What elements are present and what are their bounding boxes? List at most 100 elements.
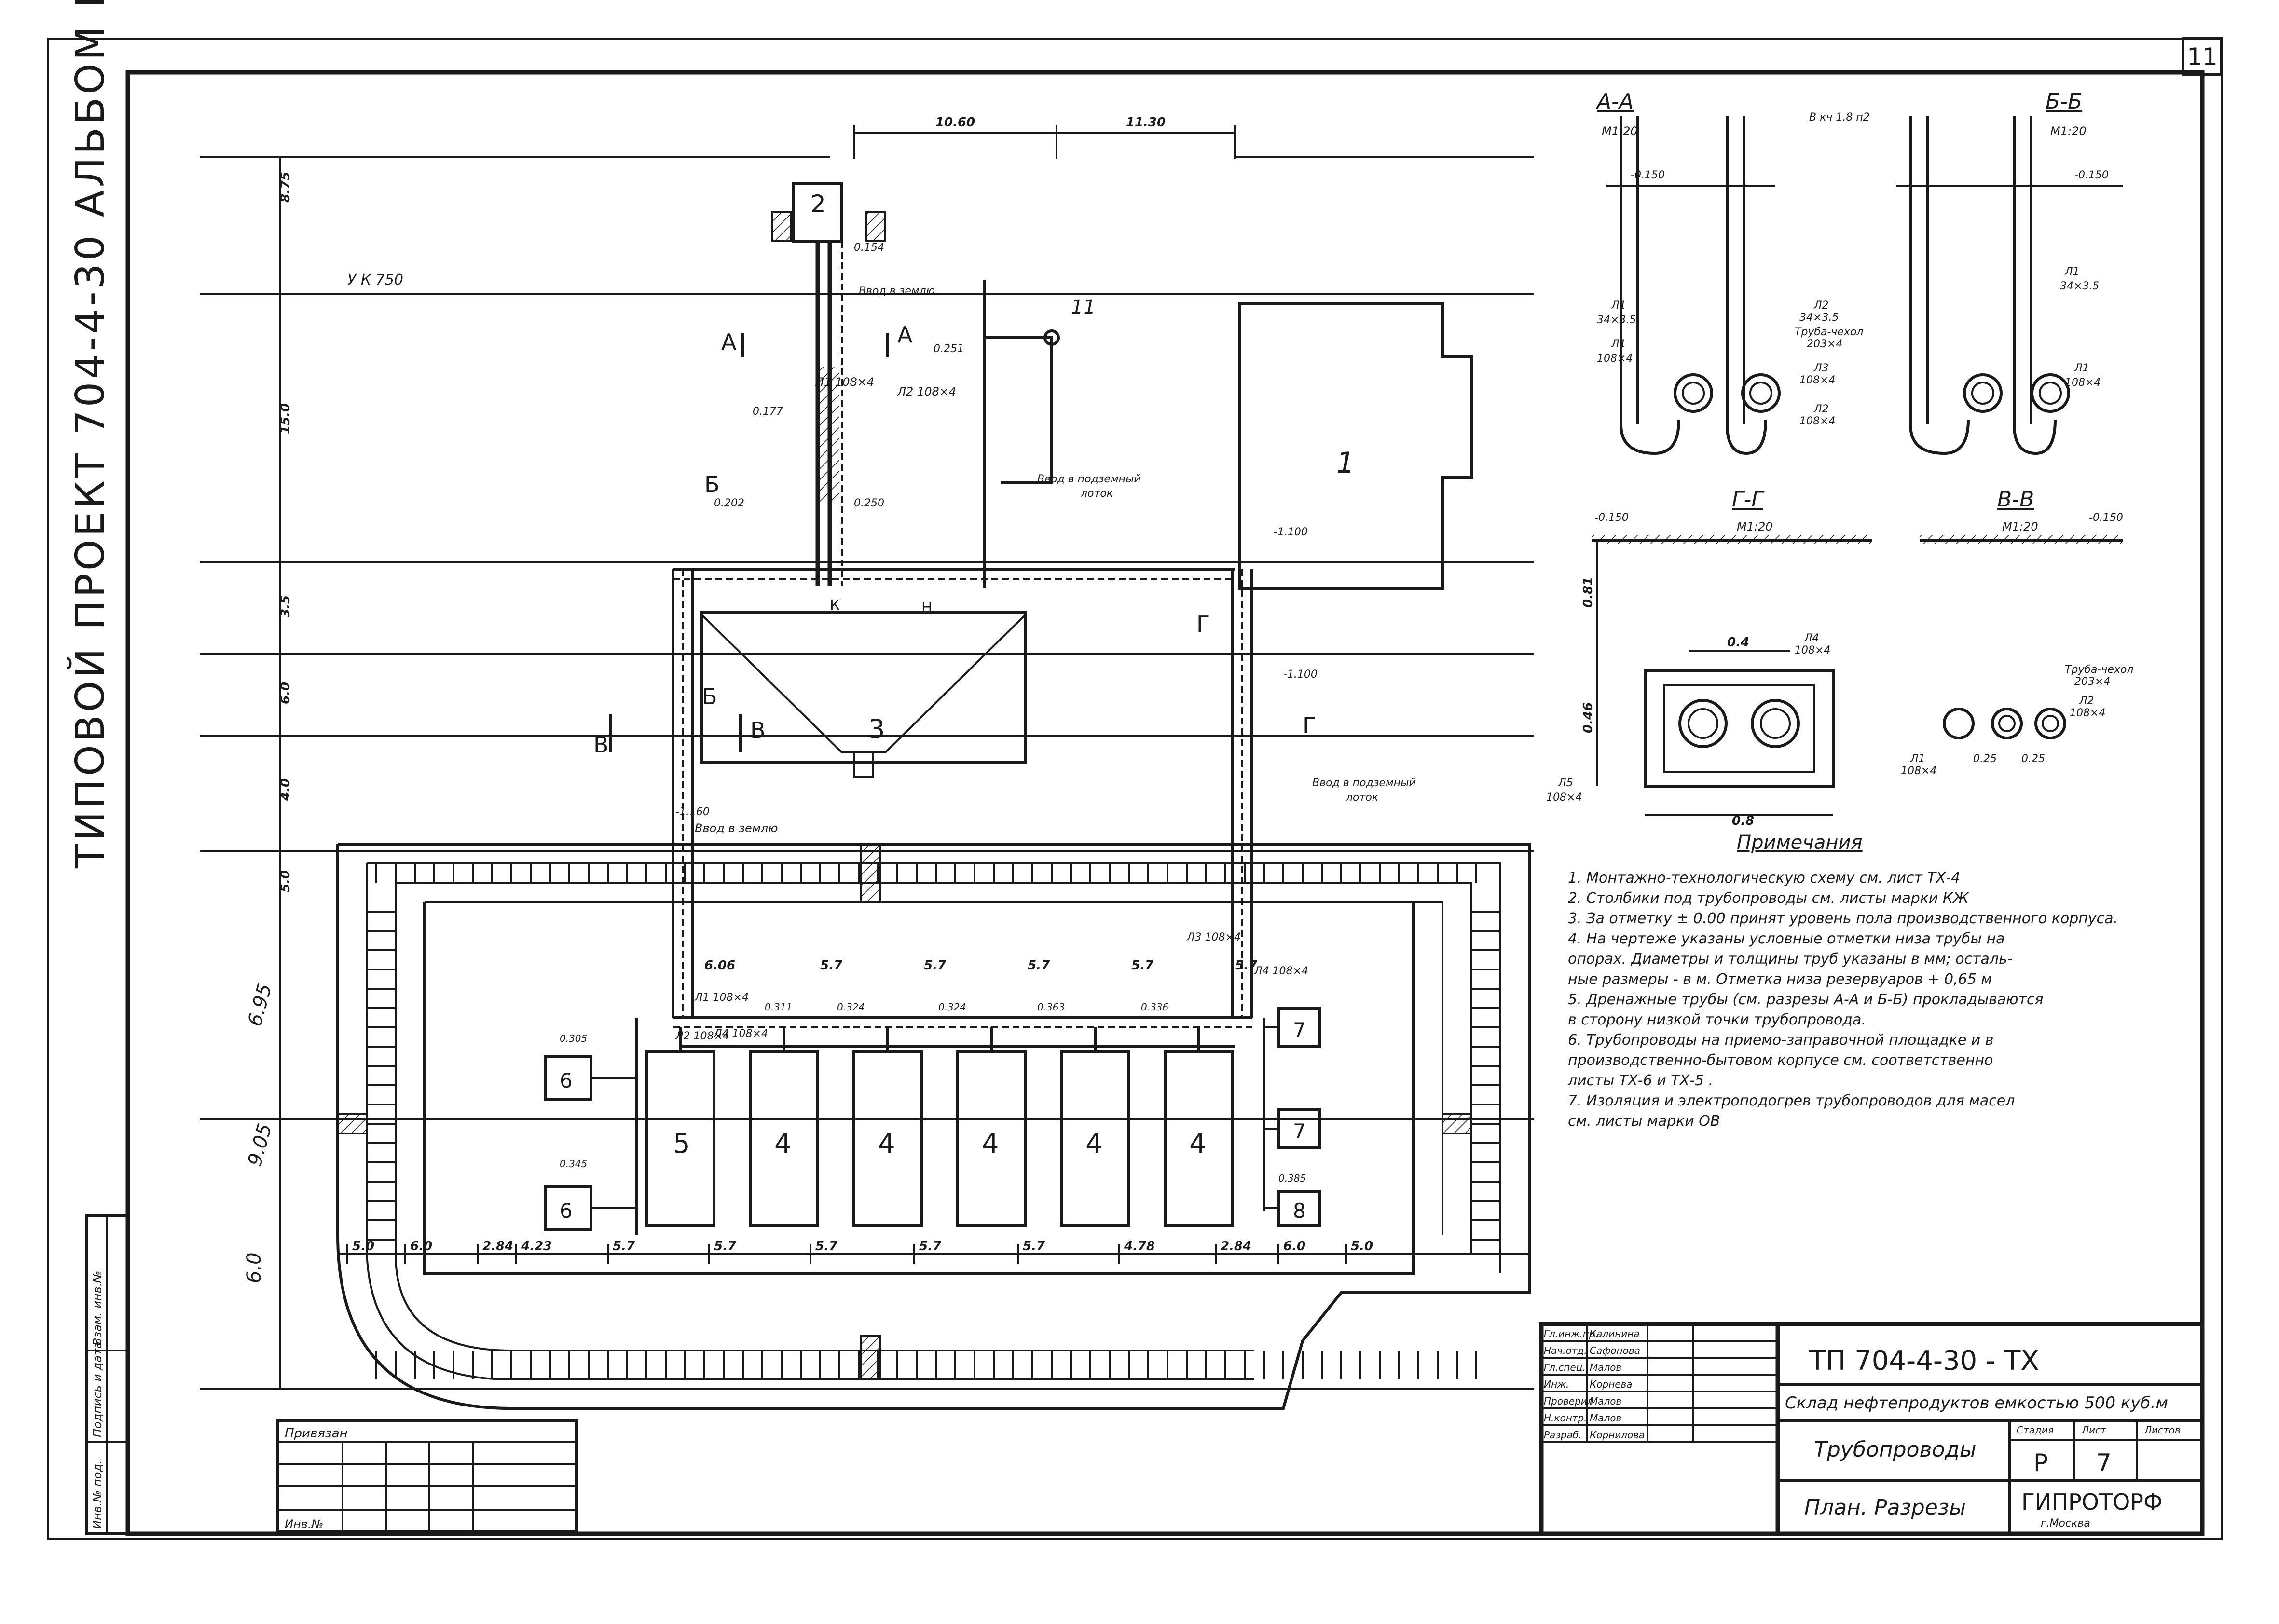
mid-cases: 203×4 xyxy=(1807,338,1842,350)
dim-top-row-3: 5.7 xyxy=(924,958,947,973)
dim-bottom-3: 2.84 xyxy=(482,1239,513,1254)
tb-role-7: Разраб. xyxy=(1544,1429,1582,1441)
gg-dim1: 0.4 xyxy=(1727,635,1749,650)
mark-n1100b: -1.100 xyxy=(1283,669,1318,681)
notes: Примечания 1. Монтажно-технологическую с… xyxy=(1567,832,2118,1130)
dim-bottom-7: 5.7 xyxy=(815,1239,838,1254)
note-line-6: ные размеры - в м. Отметка низа резервуа… xyxy=(1568,971,1992,988)
block-3: 3 xyxy=(868,714,885,744)
tb-role-1: Гл.инж.пр. xyxy=(1544,1328,1598,1339)
vv-scale: М1:20 xyxy=(2002,520,2038,533)
sheet-number: 11 xyxy=(2187,43,2218,71)
vv-d2: 0.25 xyxy=(2021,753,2045,765)
gg-h2: 0.46 xyxy=(1581,702,1595,733)
gg-l4: Л4 xyxy=(1804,632,1819,644)
mark-0345: 0.345 xyxy=(560,1158,587,1170)
block-7a: 7 xyxy=(1293,1018,1306,1042)
pl-l4b: Л4 108×4 xyxy=(1254,965,1308,977)
bb-p2: Л1 xyxy=(2074,362,2089,374)
block-2: 2 xyxy=(810,190,826,218)
tb-sheets-h: Листов xyxy=(2144,1424,2181,1436)
block-7b: 7 xyxy=(1293,1119,1306,1143)
tb-sheet-h: Лист xyxy=(2081,1424,2107,1436)
building-3 xyxy=(700,611,1027,764)
gg-tray xyxy=(1644,669,1835,788)
vvod-zemlya-1: Ввод в землю xyxy=(859,285,935,297)
sec-b-left: Б xyxy=(704,471,720,497)
dim-bottom-2: 6.0 xyxy=(410,1239,432,1254)
note-line-10: производственно-бытовом корпусе см. соот… xyxy=(1568,1052,1993,1069)
tb-project: Склад нефтепродуктов емкостью 500 куб.м xyxy=(1785,1393,2168,1413)
bb-p2s: 108×4 xyxy=(2065,377,2101,389)
dim-bottom-11: 2.84 xyxy=(1221,1239,1251,1254)
dim-bottom-9: 5.7 xyxy=(1023,1239,1045,1254)
tb-role-4: Инж. xyxy=(1544,1378,1569,1390)
section-gg: Г-Г М1:20 -0.150 0.4 0.8 0.81 0.46 Л4 10… xyxy=(1546,487,1872,828)
embankment-ticks xyxy=(367,863,1500,1379)
pl-l3b: Л3 108×4 xyxy=(1186,931,1241,943)
side-title: ТИПОВОЙ ПРОЕКТ 704-4-30 АЛЬБОМ I xyxy=(67,0,113,869)
note-line-8: в сторону низкой точки трубопровода. xyxy=(1568,1011,1866,1028)
pl-l1b: Л1 108×4 xyxy=(694,992,749,1004)
tb-drawing1: Трубопроводы xyxy=(1814,1437,1977,1462)
tb-name-6: Малов xyxy=(1590,1412,1621,1424)
tb-name-7: Корнилова xyxy=(1590,1429,1645,1441)
dim-top-row-5: 5.7 xyxy=(1131,958,1154,973)
aa-title: А-А xyxy=(1595,89,1634,114)
aa-p1s: 34×3.5 xyxy=(1597,314,1636,326)
mid-l2: Л2 xyxy=(1813,300,1829,312)
dim-left-8: 9.05 xyxy=(244,1121,276,1169)
dim-top-row-2: 5.7 xyxy=(820,958,843,973)
note-line-9: 6. Трубопроводы на приемо-заправочной пл… xyxy=(1568,1032,1994,1049)
site-plan: 8.75 15.0 3.5 6.0 4.0 5.0 6.95 9.05 6.0 … xyxy=(200,115,1534,1410)
tb-stage: Р xyxy=(2033,1449,2048,1477)
mark-tank2: 0.324 xyxy=(837,1001,865,1013)
vvod-podz-1b: лоток xyxy=(1080,488,1113,500)
section-aa: А-А М1:20 -0.150 Л1 34×3.5 Л1 108×4 xyxy=(1595,89,1781,455)
dim-bottom-6: 5.7 xyxy=(714,1239,737,1254)
vv-l1: Л1 xyxy=(1910,753,1925,765)
vv-title: В-В xyxy=(1997,487,2034,512)
block-8: 8 xyxy=(1293,1199,1306,1223)
mark-n1160: -1.160 xyxy=(675,806,710,818)
note-line-12: 7. Изоляция и электроподогрев трубопрово… xyxy=(1568,1092,2015,1109)
vvod-podz-2b: лоток xyxy=(1345,792,1379,804)
vv-l2s: 108×4 xyxy=(2070,707,2105,719)
aa-p2: Л1 xyxy=(1611,338,1626,350)
vv-l2: Л2 xyxy=(2079,695,2094,707)
mid-l3s: 108×4 xyxy=(1799,374,1835,386)
tb-sheet: 7 xyxy=(2096,1449,2112,1477)
mark-tank5: 0.336 xyxy=(1141,1001,1168,1013)
mark-0202: 0.202 xyxy=(714,497,744,509)
inv-label: Инв.№ xyxy=(285,1517,323,1531)
pl-l2: Л2 108×4 xyxy=(897,385,956,398)
mark-0251: 0.251 xyxy=(934,343,964,355)
mid-l2s: 34×3.5 xyxy=(1799,312,1839,324)
sheet-number-box xyxy=(2182,37,2223,76)
aa-p1: Л1 xyxy=(1611,300,1626,312)
block-4e: 4 xyxy=(1189,1128,1207,1160)
gg-mark: -0.150 xyxy=(1594,512,1629,524)
tb-stage-h: Стадия xyxy=(2017,1424,2054,1436)
mark-tank3: 0.324 xyxy=(938,1001,966,1013)
sec-g-bottom: Г xyxy=(1303,712,1316,738)
mark-0154: 0.154 xyxy=(854,242,884,254)
tb-role-5: Проверил xyxy=(1544,1395,1593,1407)
gg-l5s: 108×4 xyxy=(1546,792,1582,804)
section-mid: В кч 1.8 п2 Л2 34×3.5 Труба-чехол 203×4 … xyxy=(1795,111,1870,427)
aa-p2s: 108×4 xyxy=(1597,353,1633,365)
note-line-4: 4. На чертеже указаны условные отметки н… xyxy=(1568,930,2005,947)
building-1 xyxy=(1238,302,1473,590)
tb-name-5: Малов xyxy=(1590,1395,1621,1407)
dim-top-row-1: 6.06 xyxy=(704,958,735,973)
sec-v-right: В xyxy=(750,717,766,743)
sec-v-left: В xyxy=(593,732,609,758)
tb-name-4: Корнева xyxy=(1590,1378,1633,1390)
vv-case: Труба-чехол xyxy=(2065,664,2133,676)
vk-label: У К 750 xyxy=(347,272,403,288)
mid-l3: Л3 xyxy=(1813,362,1829,374)
section-bb: Б-Б М1:20 -0.150 Л1 34×3.5 Л1 108×4 xyxy=(1896,89,2123,455)
strip-sign: Подпись и дата xyxy=(91,1341,104,1437)
note-line-2: 2. Столбики под трубопроводы см. листы м… xyxy=(1568,890,1969,907)
mark-tank4: 0.363 xyxy=(1037,1001,1065,1013)
